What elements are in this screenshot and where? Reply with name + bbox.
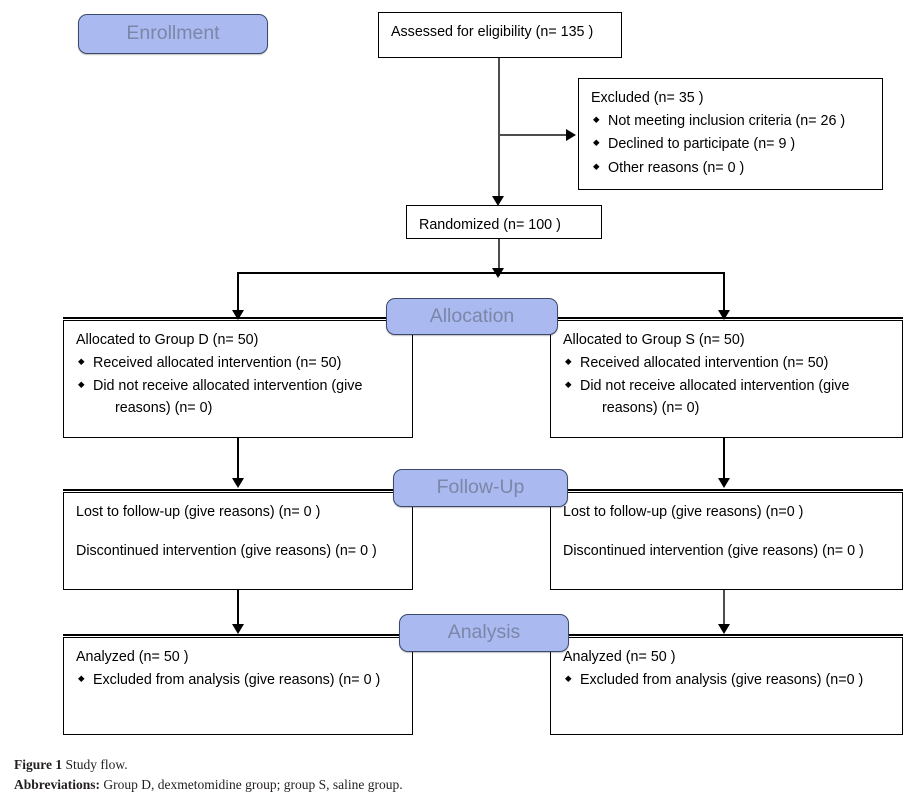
list-item: Not meeting inclusion criteria (n= 26 ) xyxy=(591,111,870,133)
allocated-left-item2-cont: reasons) (n= 0) xyxy=(115,400,213,417)
analysis-left-header: Analyzed (n= 50 ) xyxy=(76,649,189,665)
arrowhead-into-allocated-right xyxy=(718,310,730,320)
node-analysis-group-d: Analyzed (n= 50 ) Excluded from analysis… xyxy=(63,637,413,735)
connector-allocated-left-to-followup xyxy=(237,438,239,483)
node-assessed-for-eligibility: Assessed for eligibility (n= 135 ) xyxy=(378,12,622,58)
allocated-left-item2: Did not receive allocated intervention (… xyxy=(93,378,363,395)
figure-number-label: Figure 1 xyxy=(14,757,63,772)
list-item: Did not receive allocated intervention (… xyxy=(563,376,890,419)
excluded-reason-list: Not meeting inclusion criteria (n= 26 ) … xyxy=(591,111,870,179)
excluded-header: Excluded (n= 35 ) xyxy=(591,90,704,106)
node-followup-group-s: Lost to follow-up (give reasons) (n=0 ) … xyxy=(550,492,903,590)
figure-caption-text: Study flow. xyxy=(65,757,128,772)
allocated-left-list: Received allocated intervention (n= 50) … xyxy=(76,353,400,420)
connector-followup-left-to-analysis xyxy=(237,590,239,630)
list-item: Did not receive allocated intervention (… xyxy=(76,376,400,419)
stage-label-allocation: Allocation xyxy=(429,304,515,327)
stage-pill-enrollment: Enrollment xyxy=(78,14,268,54)
list-item: Excluded from analysis (give reasons) (n… xyxy=(563,670,890,692)
stage-label-followup: Follow-Up xyxy=(436,476,525,499)
analysis-right-list: Excluded from analysis (give reasons) (n… xyxy=(563,670,890,692)
node-allocated-group-s: Allocated to Group S (n= 50) Received al… xyxy=(550,320,903,438)
list-item: Received allocated intervention (n= 50) xyxy=(76,353,400,375)
assessed-text: Assessed for eligibility (n= 135 ) xyxy=(391,24,594,40)
allocated-right-item2: Did not receive allocated intervention (… xyxy=(580,378,850,395)
node-excluded: Excluded (n= 35 ) Not meeting inclusion … xyxy=(578,78,883,190)
allocated-left-header: Allocated to Group D (n= 50) xyxy=(76,332,259,348)
list-item: Other reasons (n= 0 ) xyxy=(591,158,870,180)
stage-label-enrollment: Enrollment xyxy=(126,22,220,45)
arrowhead-into-randomized xyxy=(492,196,504,206)
abbreviations-label: Abbreviations: xyxy=(14,777,101,792)
connector-to-excluded xyxy=(498,134,568,136)
stage-pill-followup: Follow-Up xyxy=(393,469,568,507)
figure-abbreviations-line: Abbreviations: Group D, dexmetomidine gr… xyxy=(14,775,403,795)
arrowhead-into-analysis-left xyxy=(232,624,244,634)
node-randomized: Randomized (n= 100 ) xyxy=(406,205,602,239)
connector-followup-right-to-analysis xyxy=(723,590,725,630)
abbreviations-text: Group D, dexmetomidine group; group S, s… xyxy=(103,777,403,792)
allocated-right-item2-cont: reasons) (n= 0) xyxy=(602,400,700,417)
arrowhead-split-center xyxy=(492,268,504,278)
figure-caption-line: Figure 1 Study flow. xyxy=(14,755,128,775)
connector-allocated-right-to-followup xyxy=(723,438,725,483)
connector-split-right-down xyxy=(723,272,725,315)
connector-split-horizontal xyxy=(238,272,724,274)
connector-split-left-down xyxy=(237,272,239,315)
arrowhead-into-analysis-right xyxy=(718,624,730,634)
allocated-right-header: Allocated to Group S (n= 50) xyxy=(563,332,745,348)
stage-pill-allocation: Allocation xyxy=(386,298,558,335)
randomized-text: Randomized (n= 100 ) xyxy=(419,217,561,233)
followup-right-line1: Lost to follow-up (give reasons) (n=0 ) xyxy=(563,504,804,520)
analysis-left-list: Excluded from analysis (give reasons) (n… xyxy=(76,670,400,692)
analysis-right-header: Analyzed (n= 50 ) xyxy=(563,649,676,665)
arrowhead-to-excluded xyxy=(566,129,576,141)
connector-randomized-down xyxy=(498,238,500,276)
list-item: Received allocated intervention (n= 50) xyxy=(563,353,890,375)
arrowhead-into-allocated-left xyxy=(232,310,244,320)
allocated-right-list: Received allocated intervention (n= 50) … xyxy=(563,353,890,420)
arrowhead-into-followup-right xyxy=(718,478,730,488)
stage-pill-analysis: Analysis xyxy=(399,614,569,652)
arrowhead-into-followup-left xyxy=(232,478,244,488)
node-followup-group-d: Lost to follow-up (give reasons) (n= 0 )… xyxy=(63,492,413,590)
followup-right-line2: Discontinued intervention (give reasons)… xyxy=(563,542,864,559)
node-allocated-group-d: Allocated to Group D (n= 50) Received al… xyxy=(63,320,413,438)
list-item: Excluded from analysis (give reasons) (n… xyxy=(76,670,400,692)
connector-assessed-to-randomized xyxy=(498,57,500,201)
stage-label-analysis: Analysis xyxy=(447,621,521,644)
followup-left-line2: Discontinued intervention (give reasons)… xyxy=(76,542,377,559)
list-item: Declined to participate (n= 9 ) xyxy=(591,134,870,156)
node-analysis-group-s: Analyzed (n= 50 ) Excluded from analysis… xyxy=(550,637,903,735)
followup-left-line1: Lost to follow-up (give reasons) (n= 0 ) xyxy=(76,504,321,520)
